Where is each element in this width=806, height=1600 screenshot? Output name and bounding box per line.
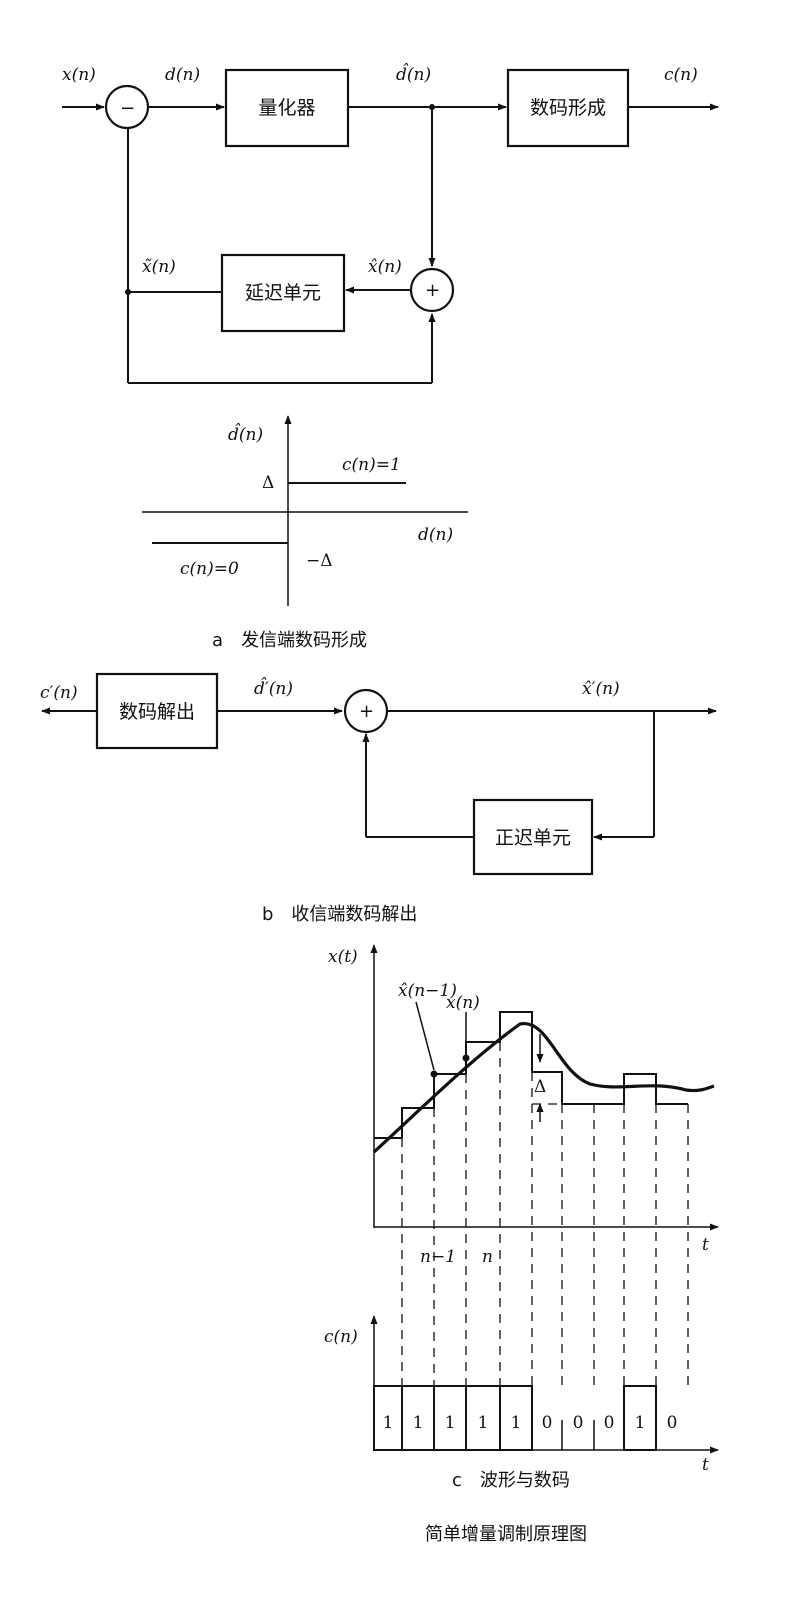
analog-signal-curve bbox=[372, 1022, 715, 1154]
pulse-bar bbox=[623, 1385, 657, 1451]
code-y-label: c(n) bbox=[324, 1327, 358, 1347]
delay-label: 延迟单元 bbox=[245, 282, 321, 304]
caption-a: a 发信端数码形成 bbox=[212, 630, 367, 651]
decoder-label: 数码解出 bbox=[119, 701, 195, 723]
diff-label: d(n) bbox=[165, 65, 200, 85]
quantizer-box bbox=[224, 68, 350, 148]
prev-sample-leader bbox=[415, 1001, 435, 1071]
quantized-label: d̂(n) bbox=[396, 63, 431, 85]
adder-sign: + bbox=[425, 280, 440, 301]
pulse-value-label: 0 bbox=[542, 1413, 553, 1433]
pred-label: x̃(n) bbox=[142, 257, 176, 277]
pulse-value-label: 1 bbox=[511, 1413, 522, 1433]
waveform-plot: x(t) t x̂(n−1) x(n) Δ n−1 n bbox=[328, 944, 719, 1392]
pulse-value-label: 0 bbox=[667, 1413, 678, 1433]
positive-code-label: c(n)=1 bbox=[342, 455, 401, 475]
prev-sample-label: x̂(n−1) bbox=[398, 981, 457, 1001]
caption-b: b 收信端数码解出 bbox=[262, 904, 417, 925]
pulse-value-label: 1 bbox=[478, 1413, 489, 1433]
waveform-y-label: x(t) bbox=[328, 947, 358, 967]
encoder-label: 数码形成 bbox=[530, 97, 606, 119]
delay-box bbox=[220, 253, 346, 333]
receiver-block-diagram: c′(n) 数码解出 d̂′(n) + x̂′(n) 正迟单元 b 收信端数码解… bbox=[40, 672, 717, 925]
negative-level-label: −Δ bbox=[306, 551, 333, 571]
receiver-output-label: x̂′(n) bbox=[582, 679, 620, 699]
receiver-delay-label: 正迟单元 bbox=[495, 827, 571, 849]
pulse-value-label: 1 bbox=[383, 1413, 394, 1433]
waveform-t-label: t bbox=[702, 1235, 709, 1255]
encoder-box bbox=[506, 68, 630, 148]
positive-level-label: Δ bbox=[262, 473, 274, 493]
figure-title: 简单增量调制原理图 bbox=[425, 1524, 587, 1545]
characteristic-x-label: d(n) bbox=[418, 525, 453, 545]
recon-label: x̂(n) bbox=[368, 257, 402, 277]
input-label: x(n) bbox=[62, 65, 96, 85]
pulse-value-label: 1 bbox=[413, 1413, 424, 1433]
pulse-value-label: 1 bbox=[635, 1413, 646, 1433]
characteristic-y-label: d̂(n) bbox=[228, 423, 263, 445]
n-label: n bbox=[482, 1247, 493, 1267]
staircase-approximation bbox=[374, 1011, 688, 1139]
transmitter-block-diagram: x(n) − d(n) 量化器 d̂(n) 数码形成 c(n) + x̂(n) … bbox=[62, 63, 719, 384]
negative-code-label: c(n)=0 bbox=[180, 559, 239, 579]
delta-label: Δ bbox=[534, 1077, 546, 1097]
quantizer-label: 量化器 bbox=[258, 97, 315, 119]
n-minus-1-label: n−1 bbox=[420, 1247, 456, 1267]
receiver-adder-sign: + bbox=[359, 701, 374, 722]
subtractor-sign: − bbox=[120, 98, 135, 119]
pulse-bar bbox=[499, 1385, 533, 1451]
pulse-value-label: 1 bbox=[445, 1413, 456, 1433]
code-t-label: t bbox=[702, 1455, 709, 1475]
caption-c: c 波形与数码 bbox=[452, 1470, 570, 1491]
current-sample-dot bbox=[462, 1054, 470, 1062]
pulse-value-label: 0 bbox=[604, 1413, 615, 1433]
pulse-value-label: 0 bbox=[573, 1413, 584, 1433]
receiver-input-label: c′(n) bbox=[40, 683, 78, 703]
output-label: c(n) bbox=[664, 65, 698, 85]
quantizer-characteristic: d̂(n) d(n) Δ −Δ c(n)=1 c(n)=0 a 发信端数码形成 bbox=[142, 415, 468, 651]
receiver-delay-box bbox=[472, 798, 594, 876]
current-sample-label: x(n) bbox=[446, 993, 480, 1013]
decoded-label: d̂′(n) bbox=[254, 677, 293, 699]
prev-sample-dot bbox=[430, 1070, 438, 1078]
